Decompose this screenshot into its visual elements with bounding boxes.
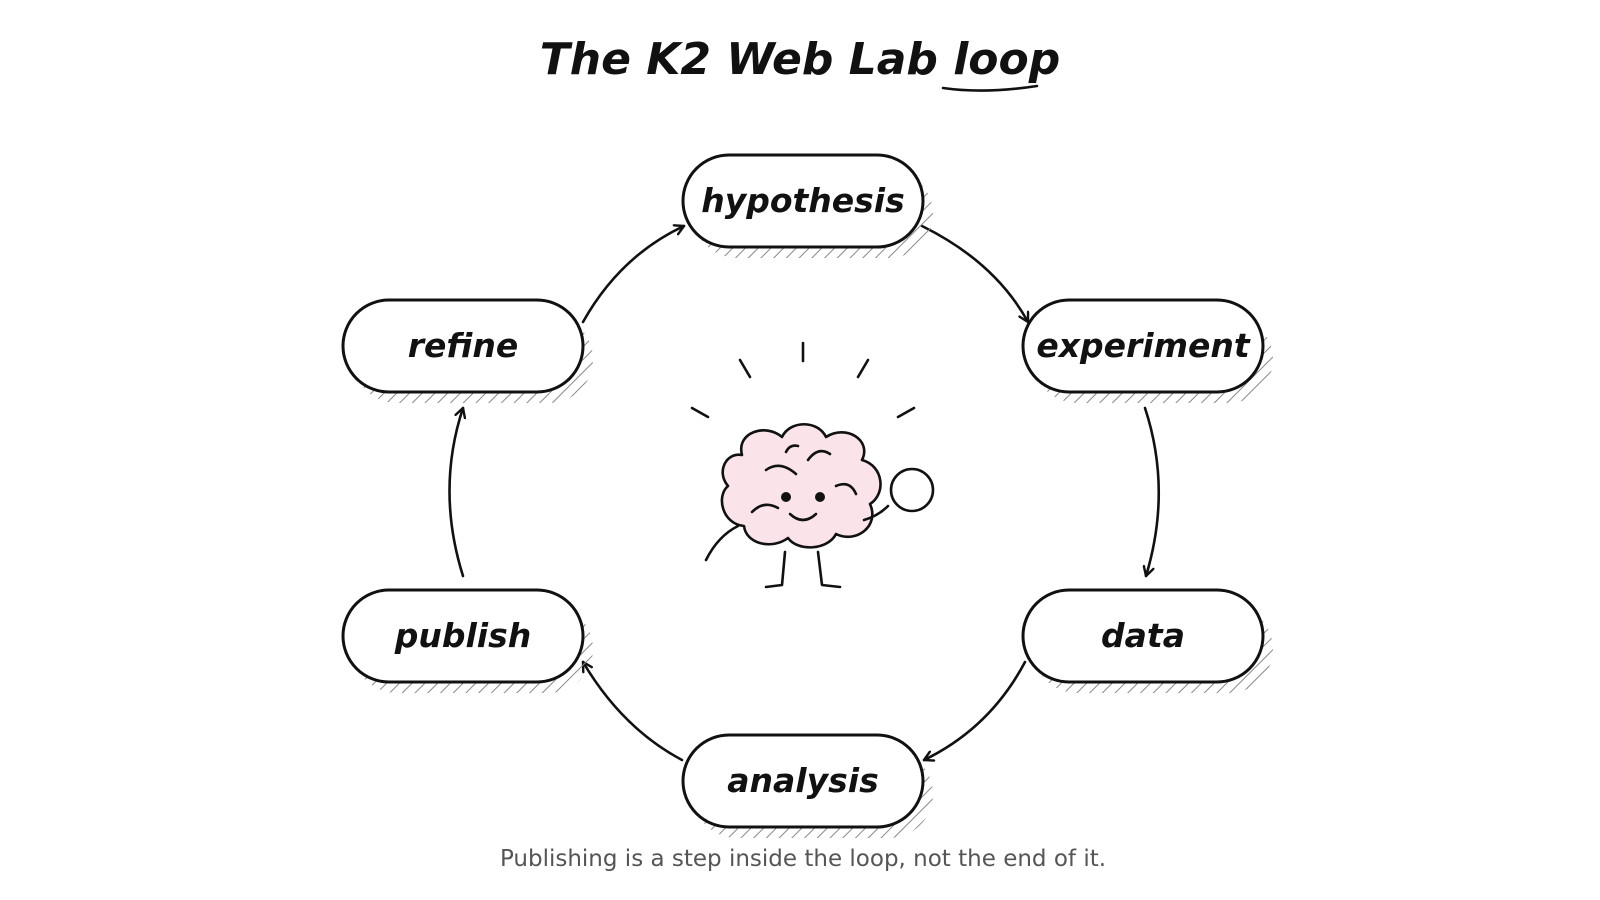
title-emphasis: loop: [953, 34, 1060, 85]
idea-rays: [690, 341, 916, 419]
caption: Publishing is a step inside the loop, no…: [500, 846, 1106, 872]
node-hypothesis: hypothesis: [681, 153, 933, 258]
node-analysis: analysis: [681, 733, 933, 838]
node-label-experiment: experiment: [1036, 326, 1251, 365]
brain-folds: [750, 444, 858, 514]
brain-hand-right: [889, 467, 935, 513]
arrow-analysis-to-publish: [581, 660, 684, 762]
brain-eye-right: [815, 492, 825, 502]
brain-smile: [788, 512, 818, 522]
node-label-analysis: analysis: [727, 761, 878, 800]
brain-eye-left: [781, 492, 791, 502]
node-label-refine: refine: [408, 326, 519, 365]
arrow-data-to-analysis: [922, 660, 1027, 760]
node-label-hypothesis: hypothesis: [701, 181, 905, 220]
brain-leg-right: [816, 550, 842, 589]
title-underline: [941, 84, 1039, 92]
arrow-experiment-to-data: [1145, 406, 1161, 578]
brain-mascot-icon: [690, 341, 935, 589]
node-publish: publish: [341, 588, 593, 693]
arrow-publish-to-refine: [448, 406, 464, 578]
node-label-publish: publish: [394, 616, 532, 655]
brain-arm-left: [704, 524, 740, 562]
node-label-data: data: [1101, 616, 1185, 655]
brain-leg-left: [764, 550, 787, 589]
arrow-hypothesis-to-experiment: [920, 224, 1030, 324]
node-refine: refine: [341, 298, 593, 403]
node-data: data: [1021, 588, 1273, 693]
title-text: The K2 Web Lab: [540, 34, 953, 85]
brain-body: [720, 423, 882, 549]
arrow-refine-to-hypothesis: [581, 226, 686, 324]
svg-text:The K2 Web Lab loop: The K2 Web Lab loop: [540, 34, 1061, 85]
node-experiment: experiment: [1021, 298, 1273, 403]
brain-arm-right: [862, 504, 890, 522]
diagram-title: The K2 Web Lab loop: [540, 34, 1061, 92]
